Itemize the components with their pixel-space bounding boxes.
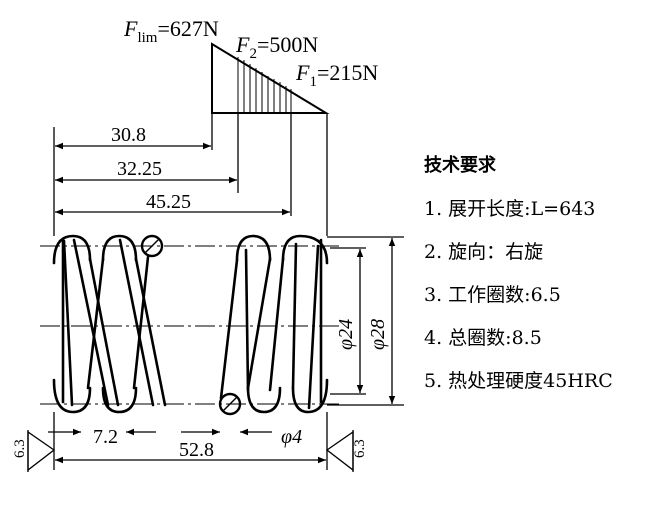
spring-body [52, 234, 329, 414]
dimension-lines [48, 142, 396, 464]
dim-inner-diameter: φ24 [335, 319, 357, 350]
svg-text:6.3: 6.3 [12, 439, 28, 458]
technical-requirements-title: 技术要求 [424, 155, 496, 176]
force-diagram: Flim=627N F2=500N F1=215N [123, 16, 378, 114]
dim-outer-diameter: φ28 [367, 319, 389, 350]
wire-section [140, 234, 242, 416]
dim-total-length: 52.8 [179, 439, 214, 461]
dim-45-25: 45.25 [146, 191, 191, 213]
force-triangle [211, 42, 330, 114]
technical-requirements: 技术要求 1. 展开长度:L=643 2. 旋向：右旋 3. 工作圈数:6.5 … [424, 146, 664, 403]
force-limit-label: Flim=627N [123, 16, 219, 46]
dim-pitch: 7.2 [93, 426, 118, 448]
force-hatching [237, 57, 292, 113]
dim-30-8: 30.8 [111, 124, 146, 146]
requirement-item: 1. 展开长度:L=643 [424, 198, 596, 220]
force-f1-label: F1=215N [295, 60, 378, 90]
force-f2-label: F2=500N [235, 32, 318, 62]
extension-lines [53, 112, 404, 470]
requirement-item: 5. 热处理硬度45HRC [424, 370, 613, 392]
roughness-symbol-left: 6.3 [12, 430, 56, 472]
roughness-symbol-right: 6.3 [325, 430, 368, 472]
requirement-item: 3. 工作圈数:6.5 [424, 284, 561, 306]
center-lines [40, 245, 340, 405]
dim-32-25: 32.25 [117, 158, 162, 180]
svg-text:6.3: 6.3 [352, 439, 368, 458]
requirement-item: 2. 旋向：右旋 [424, 241, 544, 263]
requirement-item: 4. 总圈数:8.5 [424, 327, 542, 349]
dim-wire-diameter: φ4 [281, 426, 302, 448]
